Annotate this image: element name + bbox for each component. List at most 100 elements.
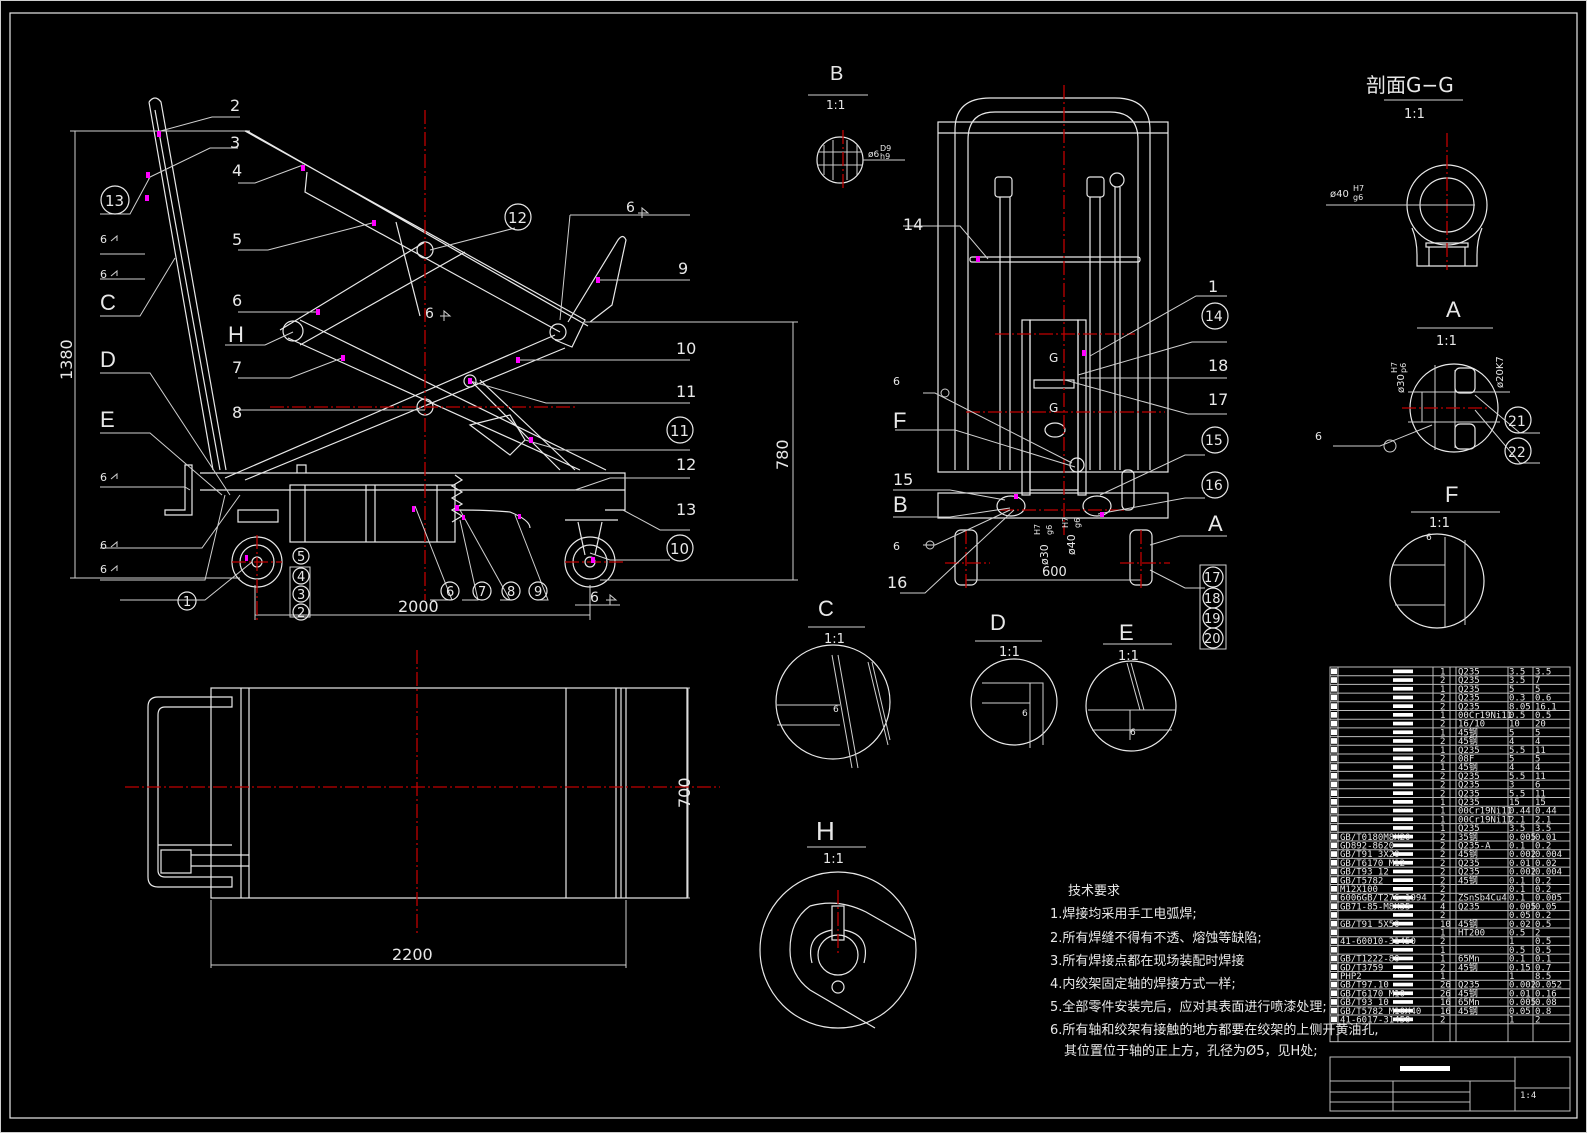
bom-total-weight: 5: [1535, 685, 1540, 695]
bom-total-weight: 0.05: [1535, 902, 1557, 912]
end-elevation-view: ø30 H7 g6 ø40 H7 g6 600 G G 14 1 18 17 1…: [887, 85, 1229, 650]
bom-unit-weight: 3.5: [1509, 676, 1525, 686]
detail-ref-D: D: [100, 347, 116, 372]
bom-qty: 2: [1440, 937, 1445, 947]
bom-unit-weight: 0.1: [1509, 894, 1525, 904]
bom-qty: 4: [1440, 902, 1445, 912]
bom-material: 45钢: [1458, 848, 1478, 860]
tech-req-item-4: 4.内绞架固定轴的焊接方式一样;: [1050, 977, 1236, 992]
callout-13: 13: [676, 500, 696, 519]
bom-total-weight: 4: [1535, 737, 1540, 747]
detail-B-title: B: [830, 63, 843, 85]
dim-height: 1380: [57, 339, 76, 380]
bom-unit-weight: 0.005: [1509, 998, 1536, 1008]
detail-D-title: D: [990, 610, 1006, 635]
tech-req-item-1: 1.焊接均采用手工电弧焊;: [1050, 907, 1197, 922]
bom-total-weight: 0.2: [1535, 885, 1551, 895]
bom-qty: 2: [1440, 868, 1445, 878]
detail-A-fit1-tol-top: H7: [1390, 362, 1399, 373]
bom-unit-weight: 5: [1509, 755, 1514, 765]
bom-total-weight: 11: [1535, 772, 1546, 782]
detail-C: C 1:1 6: [775, 596, 891, 769]
detail-E-weld: 6: [1130, 728, 1136, 738]
detail-A-title: A: [1446, 297, 1461, 322]
stack-4: 4: [297, 570, 305, 585]
end-ref-B: B: [893, 492, 908, 517]
end-stack-17: 17: [1204, 571, 1221, 586]
bom-qty: 1: [1440, 824, 1445, 834]
bom-unit-weight: 0.1: [1509, 842, 1525, 852]
weld-6-h: 6: [626, 200, 635, 216]
bom-total-weight: 2: [1535, 1016, 1540, 1026]
bom-unit-weight: 0.005: [1509, 833, 1536, 843]
detail-B-fit: ø6: [868, 150, 880, 160]
bom-qty: 16: [1440, 998, 1451, 1008]
fit-40-tol-top: H7: [1061, 517, 1070, 528]
bom-unit-weight: 0.5: [1509, 946, 1525, 956]
end-view-base: [937, 492, 1169, 519]
bom-total-weight: 2: [1535, 929, 1540, 939]
detail-A-callout-22: 22: [1508, 445, 1526, 461]
bom-material: 65Mn: [1458, 998, 1480, 1008]
detail-ref-E: E: [100, 407, 115, 432]
bom-qty: 1: [1440, 668, 1445, 678]
weld-6-e: 6: [100, 563, 107, 576]
bom-material: Q235: [1458, 798, 1480, 808]
detail-C-title: C: [818, 596, 834, 621]
bom-material: Q235: [1458, 746, 1480, 756]
bom-qty: 2: [1440, 772, 1445, 782]
bom-total-weight: 11: [1535, 746, 1546, 756]
stack-5: 5: [297, 550, 305, 565]
bom-unit-weight: 0.05: [1509, 1007, 1531, 1017]
callout-2: 2: [230, 96, 240, 115]
bom-total-weight: 0.2: [1535, 911, 1551, 921]
bom-code: GB/T6170 M10: [1340, 989, 1405, 999]
bom-unit-weight: 1: [1509, 1016, 1514, 1026]
bom-total-weight: 16.1: [1535, 702, 1557, 712]
end-weld-6-b: 6: [893, 540, 900, 553]
circled-8: 8: [507, 585, 515, 600]
tech-req-item-2: 2.所有焊缝不得有不透、熔蚀等缺陷;: [1050, 931, 1262, 946]
bom-code: GB/T93 10: [1340, 998, 1389, 1008]
bom-total-weight: 0.6: [1535, 694, 1551, 704]
circled-9: 9: [534, 585, 542, 600]
bom-unit-weight: 0.002: [1509, 981, 1536, 991]
base-frame: [200, 464, 626, 511]
bom-qty: 1: [1440, 946, 1445, 956]
bom-unit-weight: 0.02: [1509, 920, 1531, 930]
detail-ref-H: H: [228, 322, 244, 347]
bom-material: Q235: [1458, 789, 1480, 799]
detail-ref-C: C: [100, 290, 116, 315]
bom-total-weight: 0.005: [1535, 894, 1562, 904]
detail-E-title: E: [1119, 620, 1134, 645]
section-GG-title: 剖面G−G: [1366, 73, 1454, 97]
hydraulic-cylinder: [289, 484, 456, 543]
bom-unit-weight: 5.5: [1509, 746, 1525, 756]
callout-7: 7: [232, 358, 242, 377]
tech-req-item-6: 6.所有轴和绞架有接触的地方都要在绞架的上侧开黄油孔,: [1050, 1023, 1379, 1038]
tech-req-item-7: 其位置位于轴的正上方，孔径为Ø5，见H处;: [1064, 1044, 1318, 1059]
bom-code: GB/T93 12: [1340, 868, 1389, 878]
bom-qty: 2: [1440, 694, 1445, 704]
bom-unit-weight: 0.01: [1509, 859, 1531, 869]
bom-total-weight: 0.01: [1535, 833, 1557, 843]
bom-material: 45钢: [1458, 918, 1478, 930]
bom-total-weight: 5: [1535, 755, 1540, 765]
bom-code: GB71-85-M8X35: [1340, 902, 1410, 912]
main-elevation-view: [70, 97, 798, 620]
bom-qty: 26: [1440, 989, 1451, 999]
detail-H: H 1:1: [759, 816, 917, 1029]
bom-material: Q235: [1458, 702, 1480, 712]
foot-pedal: [567, 235, 627, 323]
bom-unit-weight: 0.01: [1509, 989, 1531, 999]
section-GG-tol-bot: g6: [1353, 193, 1363, 202]
detail-F: F 1:1 6: [1389, 482, 1500, 629]
bom-unit-weight: 0.1: [1509, 885, 1525, 895]
